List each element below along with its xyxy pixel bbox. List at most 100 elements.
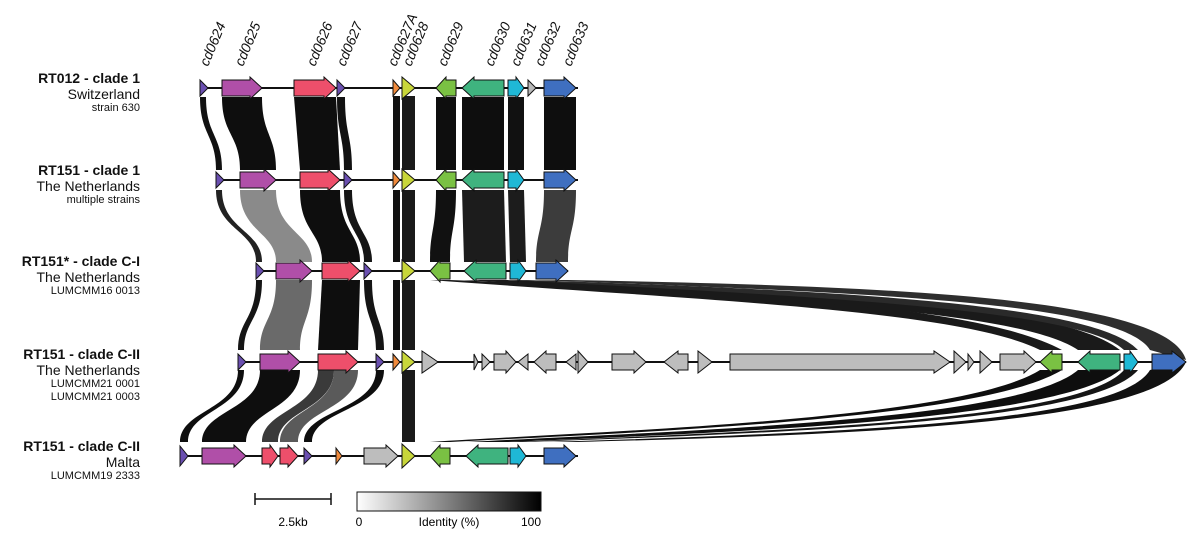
insertion-gene [473, 353, 479, 371]
insertion-gene [565, 352, 577, 372]
ribbon-cd0627A-1-2 [393, 96, 400, 170]
track-3 [255, 258, 569, 284]
gene-cd0626 [299, 167, 341, 193]
scale-bar-label: 2.5kb [278, 515, 308, 529]
gene-cd0624 [215, 170, 225, 190]
ribbon-cd0629-2-3 [430, 190, 456, 262]
gene-cd0631 [509, 443, 527, 469]
gene-cd0631 [507, 167, 525, 193]
gene-label-cd0629: cd0629 [434, 19, 467, 68]
ribbon-cd0626-1-2 [294, 97, 340, 170]
homology-ribbons [180, 96, 1186, 442]
ribbon-cd0625-3-4 [260, 280, 312, 350]
insertion-gene [421, 350, 439, 374]
gene-cd0624 [255, 261, 265, 281]
ribbon-cd0624-1-2 [200, 97, 222, 170]
gene-cd0627A [392, 170, 401, 190]
gene-cd0628 [401, 442, 416, 470]
gene-labels: cd0624 cd0625 cd0626 cd0627 cd0627A cd06… [196, 11, 592, 68]
gene-cd0632 [527, 78, 537, 98]
track-5 [179, 442, 578, 470]
gene-cd0625 [221, 75, 263, 101]
ribbon-cd0633-1-2 [544, 97, 576, 170]
insertion-gene [967, 352, 975, 372]
gene-cd0629 [1039, 349, 1063, 375]
ribbon-cd0631-1-2 [508, 97, 524, 170]
track-4-detail-1: LUMCMM21 0001 [50, 378, 140, 391]
ribbon-cd0626b-4-5 [280, 370, 358, 442]
gene-cd0629 [429, 258, 451, 284]
track-3-place: The Netherlands [36, 269, 140, 286]
gene-cd0627 [363, 261, 373, 281]
gene-cd0627 [343, 170, 353, 190]
ribbon-cd0624-2-3 [216, 190, 262, 262]
scale-bar: 2.5kb [254, 493, 332, 529]
insertion-gene [481, 352, 491, 372]
insertion-gene [729, 350, 951, 374]
insertion-gene [363, 443, 399, 469]
track-5-detail: LUMCMM19 2333 [50, 470, 140, 483]
ribbon-cd0627-3-4 [364, 280, 384, 350]
track-3-detail: LUMCMM16 0013 [50, 285, 140, 298]
ribbon-cd0627A-2-3 [393, 190, 400, 262]
gene-cd0627A [335, 446, 343, 466]
ribbon-cd0628-2-3 [402, 190, 415, 262]
ribbon-cd0626-3-4 [318, 280, 360, 350]
gene-label-cd0626: cd0626 [303, 19, 336, 68]
track-2-place: The Netherlands [36, 178, 140, 195]
gene-cd0628 [401, 258, 416, 284]
gene-label-cd0624: cd0624 [196, 19, 229, 68]
insertion-gene [663, 349, 689, 375]
track-1-name: RT012 - clade 1 [38, 70, 140, 86]
gene-cd0626 [317, 349, 359, 375]
insertion-gene [697, 349, 713, 375]
gene-cd0625 [239, 167, 277, 193]
gene-cd0633 [543, 167, 577, 193]
gene-cd0630 [461, 75, 505, 101]
gene-label-cd0625: cd0625 [231, 19, 264, 68]
insertion-gene [493, 349, 517, 375]
gene-cd0630 [463, 258, 507, 284]
ribbon-cd0630-2-3 [462, 190, 506, 262]
gene-cd0624 [237, 352, 247, 372]
gene-cd0633 [543, 443, 577, 469]
track-1-detail: strain 630 [91, 102, 140, 115]
gene-cd0628 [401, 75, 416, 101]
ribbon-cd0630-4-5 [466, 370, 1120, 442]
insertion-gene [533, 349, 557, 375]
gene-cd0630 [1077, 349, 1121, 375]
gene-cd0624 [179, 444, 189, 468]
gene-cd0625 [259, 349, 301, 375]
ribbon-cd0631-2-3 [508, 190, 526, 262]
gene-cd0624 [199, 78, 209, 98]
insertion-gene [577, 349, 589, 375]
track-1-place: Switzerland [67, 86, 140, 103]
ribbon-cd0628-3-4 [402, 280, 415, 350]
ribbon-cd0627-1-2 [337, 97, 352, 170]
track-4-detail-2: LUMCMM21 0003 [50, 390, 140, 403]
track-label-1: RT012 - clade 1 Switzerland strain 630 [0, 70, 140, 115]
gene-cd0629 [435, 75, 457, 101]
ribbon-cd0627-2-3 [344, 190, 372, 262]
ribbon-cd0625-1-2 [222, 97, 276, 170]
ribbon-cd0629-1-2 [436, 97, 456, 170]
gene-cd0631 [1123, 349, 1139, 375]
track-2 [215, 167, 578, 193]
identity-legend: 0 Identity (%) 100 [356, 491, 542, 529]
ribbon-cd0628-1-2 [402, 96, 415, 170]
track-label-4: RT151 - clade C-II The Netherlands LUMCM… [0, 346, 140, 403]
ribbon-cd0625-2-3 [240, 190, 312, 262]
track-5-place: Malta [105, 454, 140, 471]
gene-cd0627A [392, 352, 401, 372]
gene-cd0625 [201, 443, 247, 469]
gene-cd0628 [401, 349, 416, 375]
ribbon-cd0631-4-5 [510, 370, 1138, 442]
insertion-gene [953, 349, 967, 375]
ribbon-cd0630-1-2 [462, 97, 504, 170]
ribbon-cd0631-3-4 [510, 280, 1138, 350]
gene-cd0626b [279, 443, 299, 469]
gene-cd0626a [261, 443, 279, 469]
track-2-detail: multiple strains [66, 194, 140, 207]
identity-min-label: 0 [356, 515, 363, 529]
